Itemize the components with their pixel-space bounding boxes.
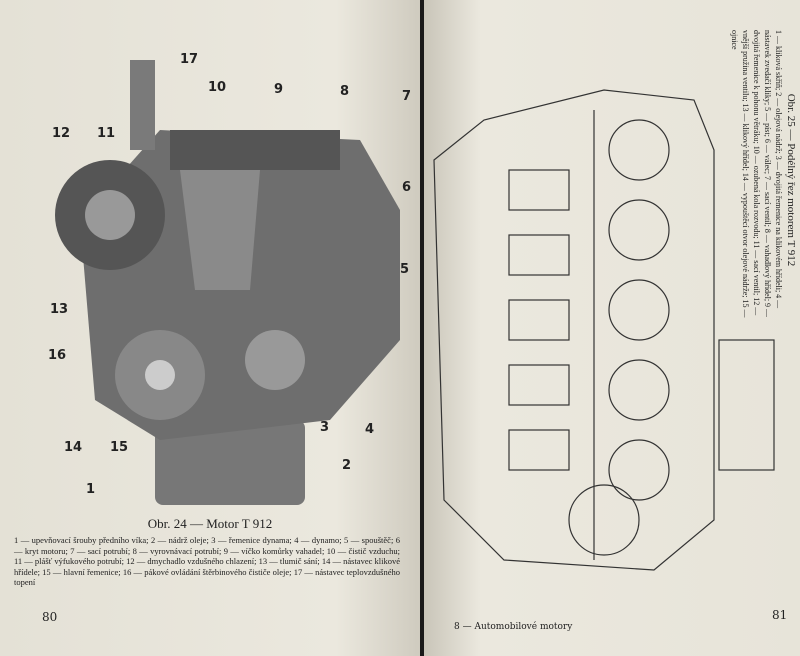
callout-12: 12 [52, 126, 71, 141]
right-page: 8 — Automobilové motory 81 [424, 0, 800, 656]
callout-10: 10 [208, 80, 227, 95]
callout-3: 3 [320, 420, 330, 435]
callout-7: 7 [402, 89, 412, 104]
callout-13: 13 [50, 302, 69, 317]
callout-2: 2 [342, 458, 352, 473]
left-page: 17 10 9 8 7 12 11 6 5 13 16 3 4 14 15 2 … [0, 0, 420, 656]
page-footer: 8 — Automobilové motory [454, 622, 573, 632]
engine-photo [55, 60, 400, 505]
page-number: 81 [772, 608, 788, 622]
callout-17: 17 [180, 52, 199, 67]
callout-6: 6 [402, 180, 412, 195]
figure-caption: 1 — upevňovací šrouby předního víka; 2 —… [14, 535, 400, 587]
figure-title: Obr. 25 — Podélný řez motorem T 912 [785, 93, 797, 267]
engine-cutaway-drawing [433, 89, 775, 571]
callout-5: 5 [400, 262, 410, 277]
callout-15: 15 [110, 440, 129, 455]
callout-9: 9 [274, 82, 284, 97]
page-number: 80 [42, 610, 58, 624]
callout-8: 8 [340, 84, 350, 99]
callout-16: 16 [48, 348, 67, 363]
callout-14: 14 [64, 440, 83, 455]
callout-1: 1 [86, 482, 96, 497]
callout-11: 11 [97, 126, 116, 141]
figure-caption: 1 — kliková skříň; 2 — olejová nádrž; 3 … [730, 30, 783, 318]
callout-4: 4 [365, 422, 375, 437]
figure-title: Obr. 24 — Motor T 912 [147, 516, 273, 531]
figure-caption-rotated: Obr. 25 — Podélný řez motorem T 912 1 — … [729, 30, 798, 330]
